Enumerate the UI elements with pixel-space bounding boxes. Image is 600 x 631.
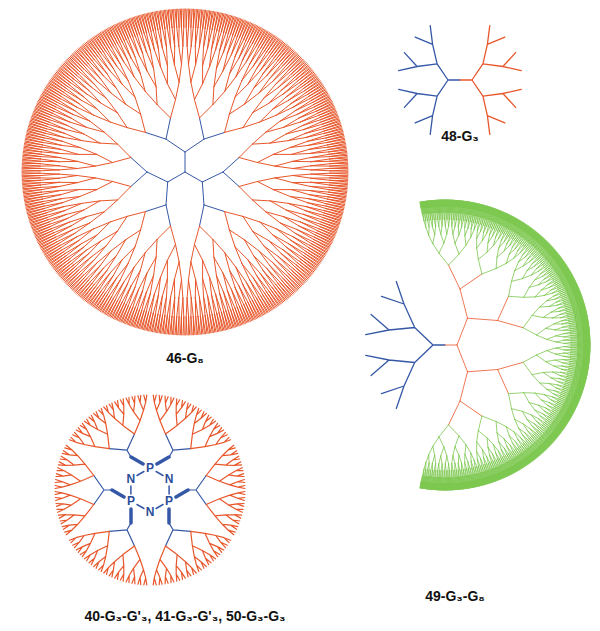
- compound-label: 40-G₃-G'₃, 41-G₃-G'₃, 50-G₃-G₃: [84, 608, 285, 624]
- dendron-branch: [94, 476, 112, 505]
- dendron-branch: [22, 9, 348, 335]
- dendron-branch: [445, 265, 523, 425]
- atom-symbol: P: [127, 495, 135, 507]
- dendron-branch: [109, 523, 134, 546]
- dendron-branch: [460, 26, 521, 135]
- dendron-branch: [166, 523, 191, 546]
- ring-bond: [131, 472, 169, 509]
- dendron-branch: [69, 395, 146, 449]
- atom-symbol: N: [127, 473, 136, 485]
- dendron-branch: [420, 200, 590, 490]
- atom-symbol: P: [146, 462, 154, 474]
- atom-symbol: N: [165, 473, 174, 485]
- compound-label: 48-G₃: [441, 128, 479, 144]
- core-link: [112, 457, 188, 523]
- dendron-branch: [366, 282, 445, 409]
- dendron-branch: [166, 434, 191, 457]
- compound-label: 46-G₈: [166, 350, 204, 366]
- dendron-branch: [55, 445, 94, 534]
- dendron-branch: [109, 434, 134, 457]
- dendron-branch: [153, 531, 230, 585]
- dendron-branch: [206, 445, 245, 534]
- dendron-branch: [153, 395, 230, 449]
- compound-label: 49-G₃-G₈: [425, 588, 485, 604]
- dendron-branch: [188, 476, 206, 505]
- atom-symbol: N: [146, 506, 155, 518]
- atom-symbol: P: [165, 495, 173, 507]
- dendron-branch: [399, 26, 460, 135]
- dendron-branch: [69, 531, 146, 585]
- dendron-branch: [131, 118, 239, 226]
